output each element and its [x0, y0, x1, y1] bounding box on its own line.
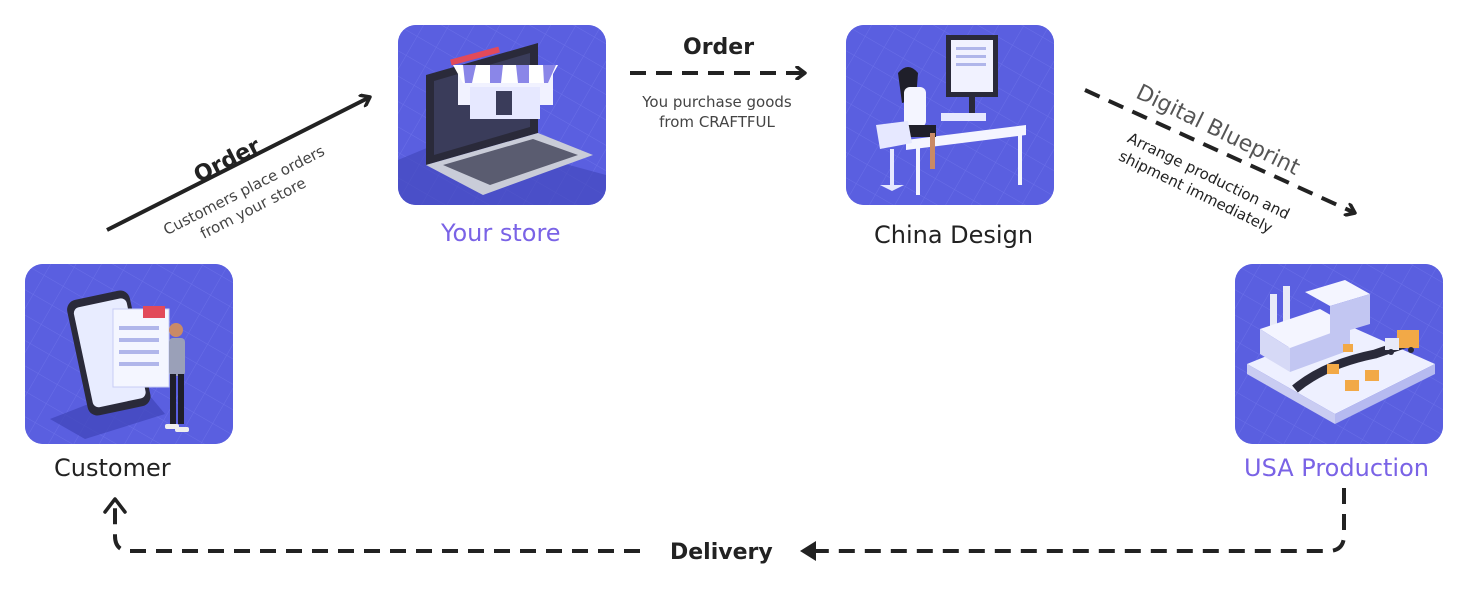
factory-icon [1235, 264, 1443, 444]
china-tile [846, 25, 1054, 205]
arrow-china-to-usa [1084, 88, 1355, 213]
customer-tile [25, 264, 233, 444]
customer-arrowhead [103, 497, 127, 514]
edge-store-china-note: You purchase goods from CRAFTFUL [636, 92, 798, 132]
customer-label: Customer [54, 454, 171, 482]
edge-store-china-note-line1: You purchase goods [642, 93, 792, 111]
usa-tile [1235, 264, 1443, 444]
edge-delivery-title: Delivery [670, 540, 773, 565]
edge-store-china-title: Order [683, 35, 755, 60]
usa-label: USA Production [1244, 454, 1429, 482]
phone-shopping-icon [25, 264, 233, 444]
arrow-customer-to-store [106, 97, 370, 232]
designer-at-desk-icon [846, 25, 1054, 205]
delivery-arrowhead [800, 541, 816, 561]
laptop-storefront-icon [398, 25, 606, 205]
store-label: Your store [441, 219, 561, 247]
edge-store-china-note-line2: from CRAFTFUL [659, 113, 775, 131]
arrow-usa-to-delivery [808, 488, 1346, 553]
arrow-delivery-to-customer [113, 508, 640, 553]
store-tile [398, 25, 606, 205]
china-label: China Design [874, 221, 1034, 249]
